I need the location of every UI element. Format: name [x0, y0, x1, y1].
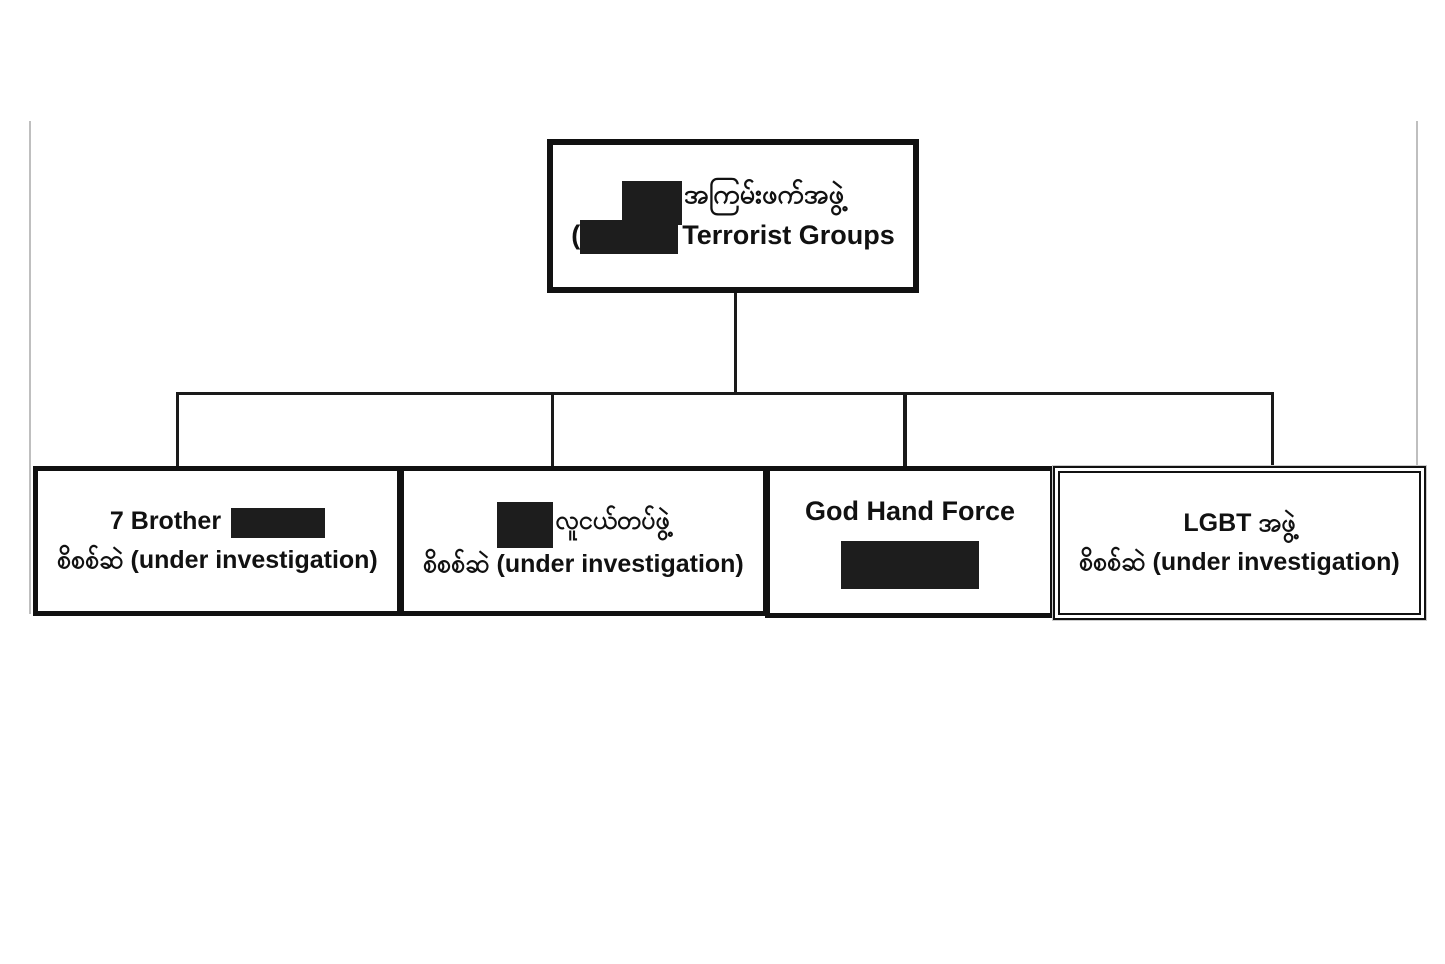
connector-drop-child-4 — [1271, 392, 1274, 466]
connector-root-drop — [734, 281, 737, 394]
child-box-god-hand-force: God Hand Force — [765, 466, 1055, 618]
child-box-youth-force: လူငယ်တပ်ဖွဲ့ စိစစ်ဆဲ (under investigatio… — [399, 466, 768, 616]
root-box-line2-open-paren: ( — [571, 219, 581, 250]
root-box-terrorist-groups: အကြမ်းဖက်အဖွဲ့ ( Terrorist Groups — [547, 139, 919, 293]
child-box-lgbt-group-line1: LGBT အဖွဲ့ — [1183, 508, 1295, 539]
child-box-7-brother-line2: စိစစ်ဆဲ (under investigation) — [57, 545, 378, 576]
redaction-block — [231, 507, 326, 538]
child-box-god-hand-force-name: God Hand Force — [804, 495, 1015, 526]
root-box-line1-text: အကြမ်းဖက်အဖွဲ့ — [683, 179, 845, 210]
page-edge-line-left — [29, 121, 31, 614]
child-box-youth-force-line2: စိစစ်ဆဲ (under investigation) — [423, 549, 744, 580]
root-box-line2-text: Terrorist Groups — [682, 219, 895, 250]
redaction-block — [580, 219, 679, 254]
child-box-lgbt-group-line2: စိစစ်ဆဲ (under investigation) — [1079, 547, 1400, 578]
child-box-7-brother-line1: 7 Brother — [109, 506, 326, 538]
connector-drop-child-3 — [903, 392, 907, 466]
under-investigation-label: စိစစ်ဆဲ (under investigation) — [57, 545, 378, 574]
page-edge-line-right — [1416, 121, 1418, 614]
connector-drop-child-1 — [176, 392, 179, 466]
child-box-7-brother-name: 7 Brother — [109, 507, 222, 536]
connector-drop-child-2 — [551, 392, 554, 466]
under-investigation-label: စိစစ်ဆဲ (under investigation) — [1079, 547, 1400, 576]
redaction-block — [497, 501, 554, 548]
child-box-7-brother: 7 Brother စိစစ်ဆဲ (under investigation) — [33, 466, 402, 616]
child-box-lgbt-group-name: LGBT အဖွဲ့ — [1183, 509, 1296, 538]
child-box-youth-force-name: လူငယ်တပ်ဖွဲ့ — [555, 506, 670, 535]
child-box-lgbt-group: LGBT အဖွဲ့ စိစစ်ဆဲ (under investigation) — [1053, 466, 1426, 620]
redaction-block — [841, 541, 979, 590]
root-box-line1: အကြမ်းဖက်အဖွဲ့ — [621, 178, 845, 226]
connector-horizontal-rail — [177, 392, 1274, 395]
redaction-block — [621, 181, 682, 226]
child-box-youth-force-line1: လူငယ်တပ်ဖွဲ့ — [497, 501, 670, 548]
under-investigation-label: စိစစ်ဆဲ (under investigation) — [423, 549, 744, 578]
child-box-god-hand-force-line2 — [841, 535, 979, 590]
root-box-line2: ( Terrorist Groups — [571, 219, 895, 254]
child-box-god-hand-force-line1: God Hand Force — [805, 495, 1015, 529]
